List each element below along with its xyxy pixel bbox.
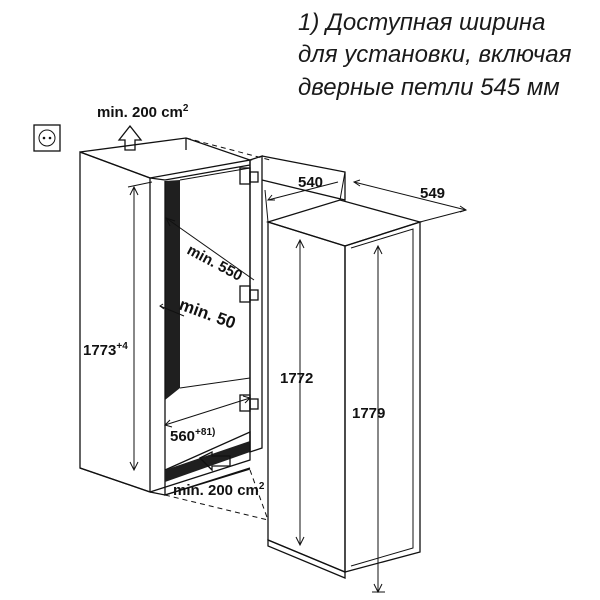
dimension-appliance-width	[352, 179, 468, 223]
appliance-height-1779-label: 1779	[352, 405, 385, 422]
power-socket-icon	[33, 124, 61, 152]
plinth-vent-slot	[165, 441, 250, 482]
rear-gap-label: min. 50	[177, 295, 239, 333]
door-hinge-top	[239, 167, 259, 185]
dimension-appliance-height-1772	[295, 238, 305, 547]
niche-width-label: 560+81)	[170, 427, 215, 445]
appliance-height-1772-label: 1772	[280, 370, 313, 387]
dimension-rear-gap	[159, 303, 185, 317]
dimension-appliance-depth	[264, 171, 346, 223]
cabinet-door	[249, 155, 346, 453]
appliance-width-label: 549	[420, 185, 445, 202]
niche-depth-label: min. 550	[184, 242, 245, 285]
niche-shadow	[165, 180, 180, 400]
airflow-in-arrow-icon	[198, 450, 231, 472]
appliance-depth-label: 540	[298, 174, 323, 191]
door-hinge-bottom	[239, 394, 259, 412]
dimension-niche-depth	[165, 217, 255, 281]
footnote-line-1: 1) Доступная ширина	[298, 9, 546, 36]
dimension-appliance-height-1779	[372, 244, 385, 594]
door-hinge-middle	[239, 285, 259, 303]
vent-bottom-label: min. 200 cm2	[173, 481, 265, 499]
guide-line-top	[185, 137, 271, 161]
footnote-line-2: для установки, включая	[298, 41, 572, 68]
refrigerator-appliance	[265, 199, 423, 579]
vent-top-label: min. 200 cm2	[97, 103, 189, 121]
dimension-niche-width	[164, 395, 251, 428]
footnote-line-3: дверные петли 545 мм	[298, 74, 560, 101]
dimension-niche-height	[127, 181, 153, 472]
niche-height-label: 1773+4	[83, 341, 128, 359]
